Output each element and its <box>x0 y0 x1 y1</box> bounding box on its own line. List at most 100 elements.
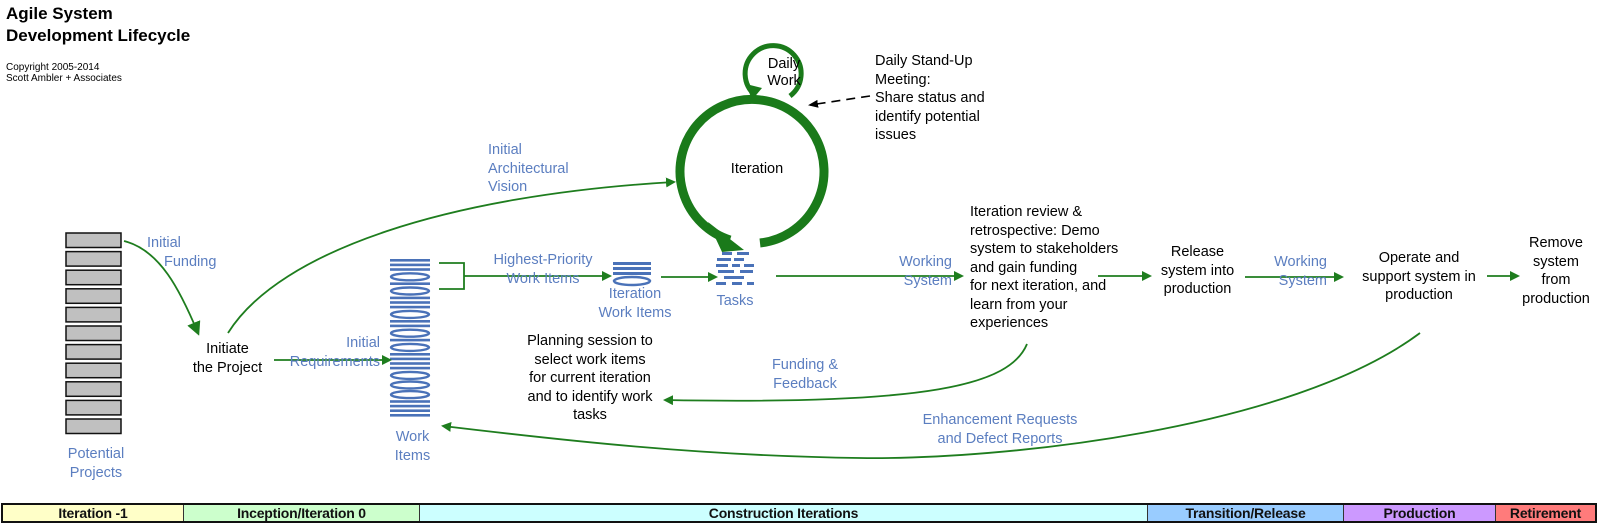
label-line: select work items <box>534 351 646 368</box>
label-line: Initial <box>346 335 380 351</box>
project-box <box>65 381 122 398</box>
label-line: Share status and <box>875 90 985 106</box>
label-line: Initial <box>488 142 522 158</box>
work-item-bar <box>613 262 651 265</box>
label-line: Work Items <box>598 304 672 321</box>
project-box <box>65 250 122 267</box>
label-line: Requirements <box>289 353 380 370</box>
label-line: Work <box>767 73 801 89</box>
phase-bar: Iteration -1 Inception/Iteration 0 Const… <box>1 503 1597 523</box>
label-line: Potential <box>67 446 125 462</box>
work-item-bar <box>390 301 430 304</box>
project-box <box>65 288 122 305</box>
work-item-bar <box>390 296 430 300</box>
work-items-stack <box>389 259 431 417</box>
planning-session-node: Planning session to select work items fo… <box>505 332 675 425</box>
potential-projects-label: Potential Projects <box>52 445 140 482</box>
iteration-label: Iteration <box>730 161 784 177</box>
work-item-bar <box>390 353 430 356</box>
label-line: and gain funding <box>970 259 1078 276</box>
label-line: system to stakeholders <box>970 241 1119 257</box>
label-line: Operate and <box>1378 250 1460 266</box>
work-item-bar <box>390 282 430 285</box>
label-line: Work <box>395 429 430 445</box>
label-line: Iteration review & <box>970 204 1083 220</box>
label-line: the Project <box>192 359 263 376</box>
iteration-work-items-label: Iteration Work Items <box>590 285 680 322</box>
daily-work-label: Daily Work <box>760 56 808 90</box>
work-item-bar <box>390 338 430 342</box>
project-box <box>65 418 122 435</box>
work-item-bar <box>390 305 430 309</box>
release-node: Release system into production <box>1150 243 1245 299</box>
remove-node: Remove system from production <box>1513 234 1599 308</box>
edge-funding-feedback <box>663 343 1028 406</box>
label-line: Work Items <box>506 270 580 287</box>
work-item-ellipse <box>389 389 431 400</box>
work-item-bar <box>613 267 651 270</box>
label-line: system into <box>1160 262 1235 279</box>
work-item-ellipse <box>389 309 431 320</box>
phase-inception: Inception/Iteration 0 <box>184 505 420 521</box>
operate-node: Operate and support system in production <box>1348 249 1490 305</box>
label-line: Funding & <box>771 357 839 373</box>
label-line: and Defect Reports <box>937 430 1063 447</box>
title-line: Development Lifecycle <box>6 26 191 45</box>
edge-initial-architectural-vision <box>227 177 676 334</box>
work-item-bar <box>390 268 430 271</box>
label-line: production <box>1163 281 1232 297</box>
work-item-bar <box>390 409 430 412</box>
edge-highest-priority <box>439 262 610 290</box>
label-line: Daily Stand-Up <box>875 53 973 69</box>
label-line: tasks <box>573 407 607 423</box>
work-item-bar <box>390 324 430 328</box>
label-line: Release <box>1170 244 1225 260</box>
standup-pointer <box>808 95 871 108</box>
label-line: Working <box>899 254 952 270</box>
work-item-ellipse <box>389 380 431 390</box>
initial-architectural-vision-label: Initial Architectural Vision <box>488 141 598 197</box>
tasks-label: Tasks <box>705 292 765 311</box>
copyright: Copyright 2005-2014 Scott Ambler + Assoc… <box>6 62 122 84</box>
label-line: Feedback <box>773 375 837 392</box>
project-box <box>65 306 122 323</box>
funding-feedback-label: Funding & Feedback <box>760 356 850 393</box>
work-item-bar <box>390 320 430 323</box>
work-item-bar <box>390 259 430 262</box>
title-line: Agile System <box>6 4 113 23</box>
label-line: Remove <box>1529 235 1583 251</box>
work-item-bar <box>390 357 430 361</box>
label-line: Iteration <box>608 286 662 302</box>
label-line: issues <box>875 127 917 143</box>
label-line: support system in <box>1362 268 1476 285</box>
work-item-bar <box>390 414 430 417</box>
diagram-title: Agile System Development Lifecycle <box>6 3 190 47</box>
project-box <box>65 325 122 342</box>
label-line: Funding <box>164 253 217 270</box>
label-line: Daily <box>767 56 801 72</box>
label-line: from <box>1541 272 1571 288</box>
label-line: Meeting: <box>875 71 931 88</box>
work-item-ellipse <box>389 342 431 353</box>
label-line: Initial <box>147 235 181 251</box>
iteration-work-items-icon <box>612 262 652 287</box>
iteration-cycle-arrowhead <box>708 222 744 252</box>
enhancement-requests-label: Enhancement Requests and Defect Reports <box>905 411 1095 448</box>
label-line: System <box>1278 272 1327 289</box>
label-line: for next iteration, and <box>970 278 1107 294</box>
label-line: experiences <box>970 315 1049 331</box>
label-line: for current iteration <box>529 370 651 386</box>
label-line: System <box>903 272 952 289</box>
label-line: production <box>1522 290 1590 307</box>
phase-iteration-minus-1: Iteration -1 <box>3 505 184 521</box>
project-box <box>65 269 122 286</box>
label-line: identify potential <box>875 108 980 125</box>
project-box <box>65 362 122 379</box>
label-line: and to identify work <box>527 388 653 405</box>
edge-initial-funding <box>123 240 201 336</box>
work-items-label: Work Items <box>385 428 440 465</box>
phase-retirement: Retirement <box>1496 505 1595 521</box>
tasks-icon <box>716 252 754 285</box>
label-line: Working <box>1274 254 1327 270</box>
label-line: Highest-Priority <box>493 252 593 268</box>
